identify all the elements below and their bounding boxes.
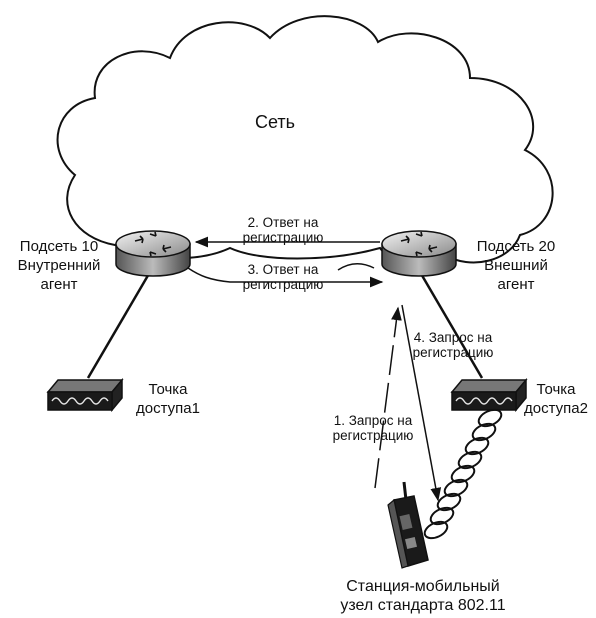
message-1-label: 1. Запрос на регистрацию xyxy=(332,413,414,443)
mobile-station-label: Станция-мобильный узел стандарта 802.11 xyxy=(340,578,506,614)
home-agent-word: агент xyxy=(40,276,78,293)
access-point-2-icon xyxy=(450,377,528,413)
mobile-station-icon xyxy=(387,481,429,569)
network-cloud-label: Сеть xyxy=(255,112,296,132)
arrow-3-hook xyxy=(337,263,375,271)
wireless-link-coil xyxy=(423,408,503,540)
access-point-2-label: Точка доступа2 xyxy=(524,381,588,417)
link-foreign-router-to-ap2 xyxy=(418,271,484,379)
link-home-router-to-ap1 xyxy=(86,271,152,379)
arrow-3-reply xyxy=(187,267,384,288)
arrow-4-request xyxy=(401,304,442,502)
home-agent-subnet: Подсеть 10 xyxy=(19,238,99,255)
access-point-1-icon xyxy=(46,377,124,413)
message-2-label: 2. Ответ на регистрацию xyxy=(242,215,324,245)
message-4-label: 4. Запрос на регистрацию xyxy=(412,330,494,360)
foreign-agent-role: Внешний xyxy=(484,257,548,274)
home-agent-router-icon xyxy=(115,230,191,277)
foreign-agent-router-icon xyxy=(381,230,457,277)
home-agent-role: Внутренний xyxy=(17,257,101,274)
foreign-agent-label: Подсеть 20 Внешний агент xyxy=(458,237,574,294)
foreign-agent-subnet: Подсеть 20 xyxy=(476,238,556,255)
arrow-1-request xyxy=(374,306,402,489)
message-3-label: 3. Ответ на регистрацию xyxy=(242,262,324,292)
access-point-1-label: Точка доступа1 xyxy=(136,381,200,417)
network-cloud xyxy=(56,15,554,264)
foreign-agent-word: агент xyxy=(497,276,535,293)
home-agent-label: Подсеть 10 Внутренний агент xyxy=(4,237,114,294)
